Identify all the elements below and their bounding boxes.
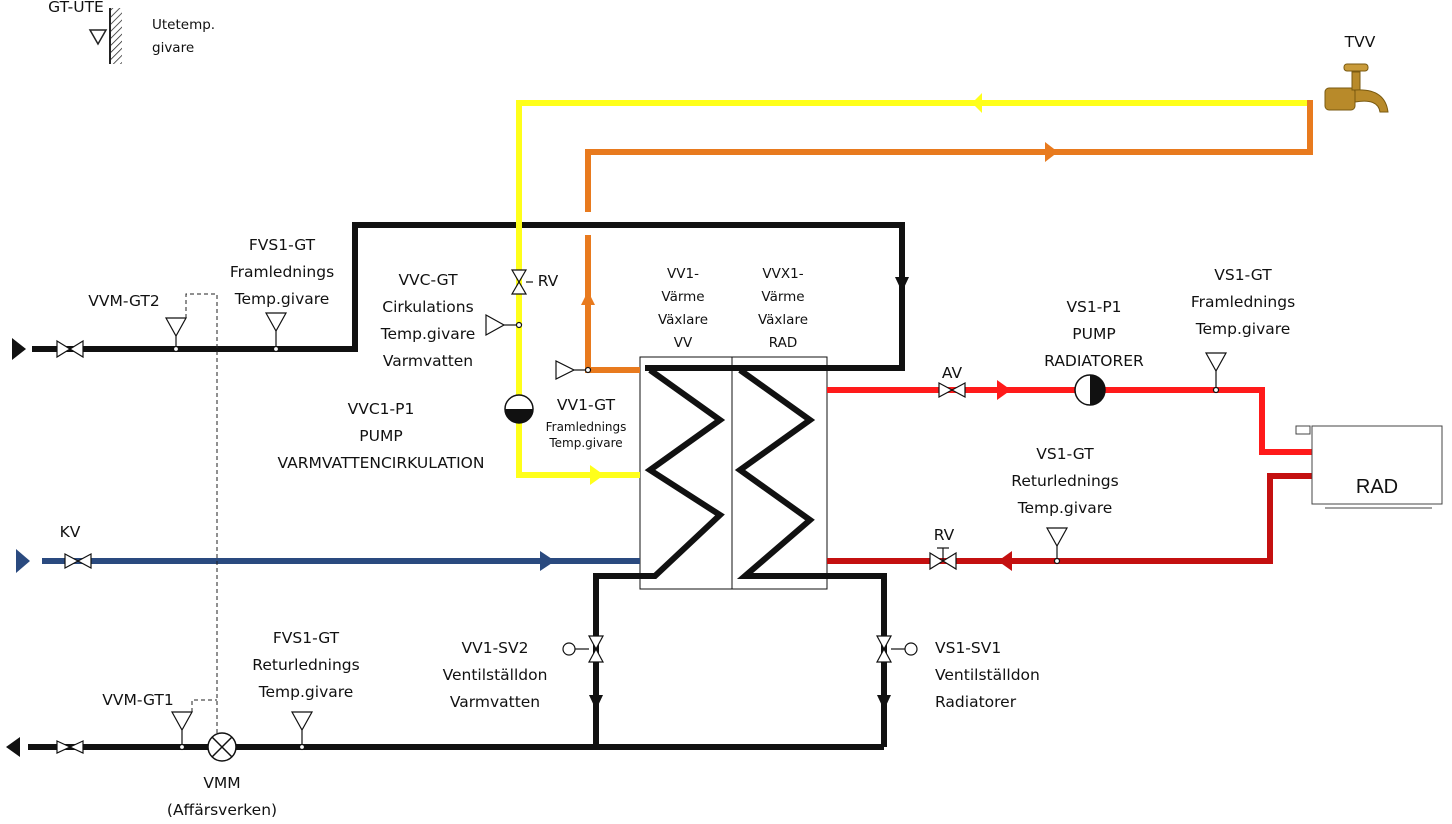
pump-icon[interactable] xyxy=(504,374,1106,424)
vvc1-p1-label: VVC1-P1 PUMP VARMVATTENCIRKULATION xyxy=(277,400,485,472)
radiator-supply-pipe xyxy=(827,380,1312,455)
outdoor-sensor-icon xyxy=(88,8,122,64)
vvc-gt-label: VVC-GT Cirkulations Temp.givare Varmvatt… xyxy=(380,271,476,370)
arrow-icon xyxy=(12,338,26,360)
utetemp-label: Utetemp. givare xyxy=(152,17,216,56)
radiator-return-pipe xyxy=(827,473,1312,571)
district-heating-return-pipe xyxy=(28,367,887,750)
vs1-p1-label: VS1-P1 PUMP RADIATORER xyxy=(1044,298,1144,370)
tvv-label: TVV xyxy=(1344,33,1376,51)
rv-bottom-label: RV xyxy=(933,526,955,544)
vs1-gt-fram-label: VS1-GT Framlednings Temp.givare xyxy=(1190,266,1296,338)
vmm-label: VMM (Affärsverken) xyxy=(166,774,278,819)
vs1-sv1-label: VS1-SV1 Ventilställdon Radiatorer xyxy=(935,639,1040,711)
arrow-icon xyxy=(589,695,603,710)
vs1-gt-retur-label: VS1-GT Returlednings Temp.givare xyxy=(1011,445,1119,517)
valve-icon[interactable] xyxy=(510,269,957,571)
arrow-icon xyxy=(6,737,20,757)
av-label: AV xyxy=(941,364,963,382)
radiator-icon xyxy=(1295,425,1443,509)
tap-icon xyxy=(1324,63,1389,113)
vv1-gt-title-label: VV1-GT xyxy=(556,396,616,414)
heat-exchanger-icon xyxy=(639,356,828,590)
valve-icon[interactable] xyxy=(56,339,966,754)
gt-ute-label: GT-UTE xyxy=(48,0,104,16)
rv-top-label: RV xyxy=(537,272,559,290)
vvm-gt1-label: VVM-GT1 xyxy=(102,691,174,709)
vv1-sv2-label: VV1-SV2 Ventilställdon Varmvatten xyxy=(442,639,548,711)
fvs1-gt-fram-label: FVS1-GT Framlednings Temp.givare xyxy=(229,236,335,308)
arrow-icon xyxy=(895,277,909,292)
valve-icon[interactable] xyxy=(562,635,918,663)
signal-lines xyxy=(185,293,218,733)
energy-meter-icon xyxy=(207,732,237,762)
fvs1-gt-retur-label: FVS1-GT Returlednings Temp.givare xyxy=(252,629,360,701)
vvx1-exchanger-label: VVX1- Värme Växlare RAD xyxy=(757,266,809,351)
district-heating-supply-pipe xyxy=(32,222,905,371)
vv1-exchanger-label: VV1- Värme Växlare VV xyxy=(657,266,709,351)
rad-label: RAD xyxy=(1355,476,1399,498)
vvm-gt2-label: VVM-GT2 xyxy=(88,292,160,310)
sensor-icon xyxy=(164,312,1228,751)
arrow-icon xyxy=(877,695,891,710)
kv-label: KV xyxy=(59,523,81,541)
vv1-gt-sub-label: Framlednings Temp.givare xyxy=(545,420,627,450)
cold-water-pipe xyxy=(16,549,640,573)
